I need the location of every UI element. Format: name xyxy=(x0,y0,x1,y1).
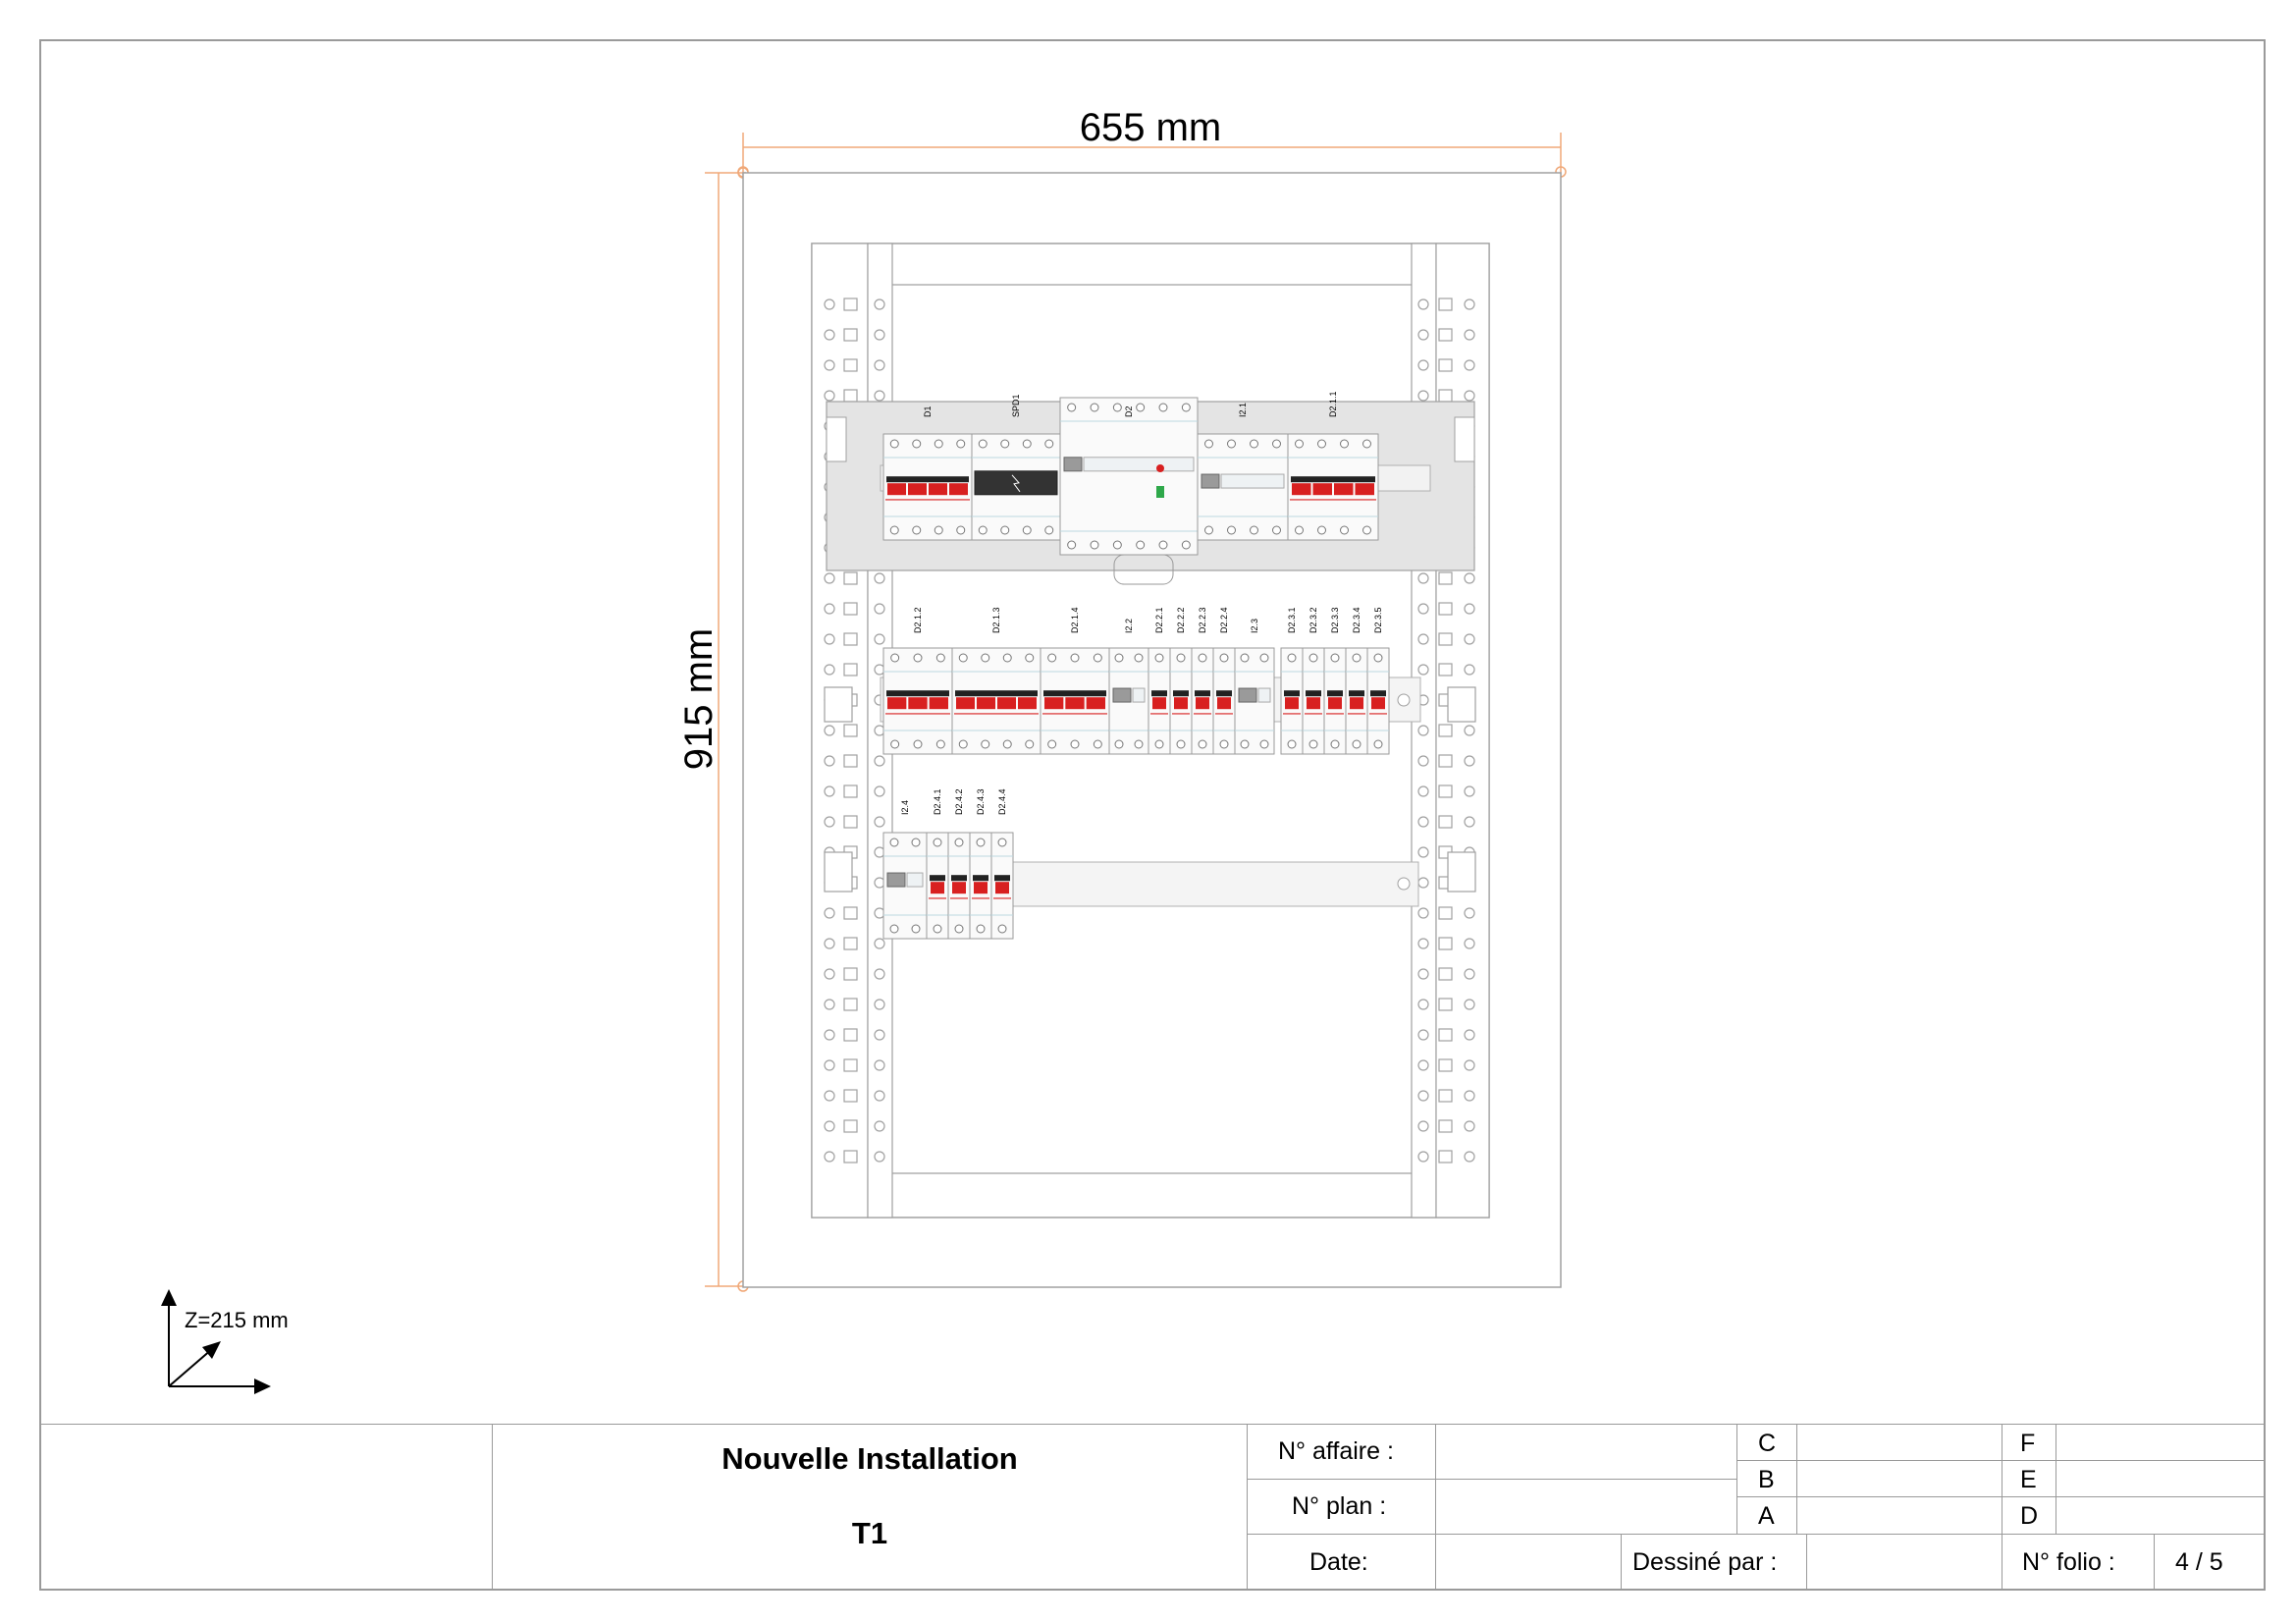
module-d1 xyxy=(882,433,973,541)
label-row2-9: D2.3.1 xyxy=(1287,607,1297,633)
label-row2-12: D2.3.4 xyxy=(1352,607,1362,633)
height-dimension-label: 915 mm xyxy=(677,628,721,771)
module-d2-3-1 xyxy=(1280,647,1304,755)
module-d2-2-4 xyxy=(1212,647,1236,755)
rev-b: B xyxy=(1758,1466,1775,1493)
date-label: Date: xyxy=(1309,1548,1368,1576)
module-d2-1-2 xyxy=(882,647,953,755)
module-d2-1-3 xyxy=(951,647,1041,755)
label-row2-6: D2.2.3 xyxy=(1198,607,1207,633)
module-d2-3-4 xyxy=(1345,647,1368,755)
rev-c-value[interactable] xyxy=(1796,1424,2002,1461)
rev-a: A xyxy=(1758,1502,1775,1530)
rev-d-value[interactable] xyxy=(2056,1496,2266,1535)
module-d2-3-5 xyxy=(1366,647,1390,755)
title-block: Nouvelle Installation T1 N° affaire : N°… xyxy=(39,1424,2266,1591)
date-value[interactable] xyxy=(1435,1534,1622,1591)
label-row2-11: D2.3.3 xyxy=(1330,607,1340,633)
rev-e-value[interactable] xyxy=(2056,1460,2266,1497)
module-d2-4-3 xyxy=(969,832,992,940)
folio-label: N° folio : xyxy=(2022,1548,2115,1576)
logo-cell xyxy=(39,1424,493,1591)
plan-value[interactable] xyxy=(1435,1479,1737,1535)
module-i2-4 xyxy=(882,832,928,940)
label-row3-0: I2.4 xyxy=(900,800,910,815)
module-i2-3 xyxy=(1234,647,1275,755)
panel-name: T1 xyxy=(851,1516,888,1550)
label-row1-4: D2.1.1 xyxy=(1328,391,1338,417)
label-row2-4: D2.2.1 xyxy=(1154,607,1164,633)
module-d2-2-3 xyxy=(1191,647,1214,755)
rev-f-value[interactable] xyxy=(2056,1424,2266,1461)
module-d2-4-1 xyxy=(926,832,949,940)
label-row2-1: D2.1.3 xyxy=(991,607,1001,633)
label-row1-1: SPD1 xyxy=(1011,394,1021,417)
label-row2-5: D2.2.2 xyxy=(1176,607,1186,633)
label-row2-10: D2.3.2 xyxy=(1308,607,1318,633)
rev-b-value[interactable] xyxy=(1796,1460,2002,1497)
project-title: Nouvelle Installation xyxy=(721,1441,1018,1476)
module-d2-4-4 xyxy=(990,832,1014,940)
module-d2-2-2 xyxy=(1169,647,1193,755)
label-row3-3: D2.4.3 xyxy=(976,788,986,815)
label-row1-2: D2 xyxy=(1124,406,1134,417)
folio-value-cell xyxy=(2154,1534,2266,1591)
label-row2-2: D2.1.4 xyxy=(1070,607,1080,633)
rev-a-value[interactable] xyxy=(1796,1496,2002,1535)
rev-f: F xyxy=(2020,1430,2036,1457)
folio-value: 4 / 5 xyxy=(2175,1548,2223,1576)
module-i2-2 xyxy=(1108,647,1149,755)
module-d2-3-2 xyxy=(1302,647,1325,755)
label-row3-4: D2.4.4 xyxy=(997,788,1007,815)
module-i2-1 xyxy=(1197,433,1289,541)
depth-label: Z=215 mm xyxy=(185,1308,289,1332)
module-d2-1-4 xyxy=(1040,647,1110,755)
rev-c: C xyxy=(1758,1430,1777,1457)
breaker-modules xyxy=(882,397,1390,940)
label-row3-1: D2.4.1 xyxy=(933,788,942,815)
module-spd1 xyxy=(971,433,1061,541)
label-row2-13: D2.3.5 xyxy=(1373,607,1383,633)
label-row3-2: D2.4.2 xyxy=(954,788,964,815)
drawn-by-label-cell xyxy=(1621,1534,1807,1591)
module-d2-1-1 xyxy=(1287,433,1379,541)
affaire-value[interactable] xyxy=(1435,1424,1737,1480)
label-row2-7: D2.2.4 xyxy=(1219,607,1229,633)
label-row1-3: I2.1 xyxy=(1238,403,1248,417)
rev-e: E xyxy=(2020,1466,2037,1493)
plan-label: N° plan : xyxy=(1292,1492,1387,1520)
module-d2-2-1 xyxy=(1148,647,1171,755)
module-d2 xyxy=(1059,397,1199,556)
rev-d: D xyxy=(2020,1502,2039,1530)
label-row2-8: I2.3 xyxy=(1250,619,1259,633)
module-d2-4-2 xyxy=(947,832,971,940)
label-row1-0: D1 xyxy=(923,406,933,417)
label-row2-0: D2.1.2 xyxy=(913,607,923,633)
label-row2-3: I2.2 xyxy=(1124,619,1134,633)
module-d2-3-3 xyxy=(1323,647,1347,755)
affaire-label: N° affaire : xyxy=(1278,1437,1394,1465)
axis-indicator xyxy=(161,1289,271,1394)
drawn-by-label: Dessiné par : xyxy=(1632,1548,1778,1576)
width-dimension-label: 655 mm xyxy=(1080,106,1222,149)
